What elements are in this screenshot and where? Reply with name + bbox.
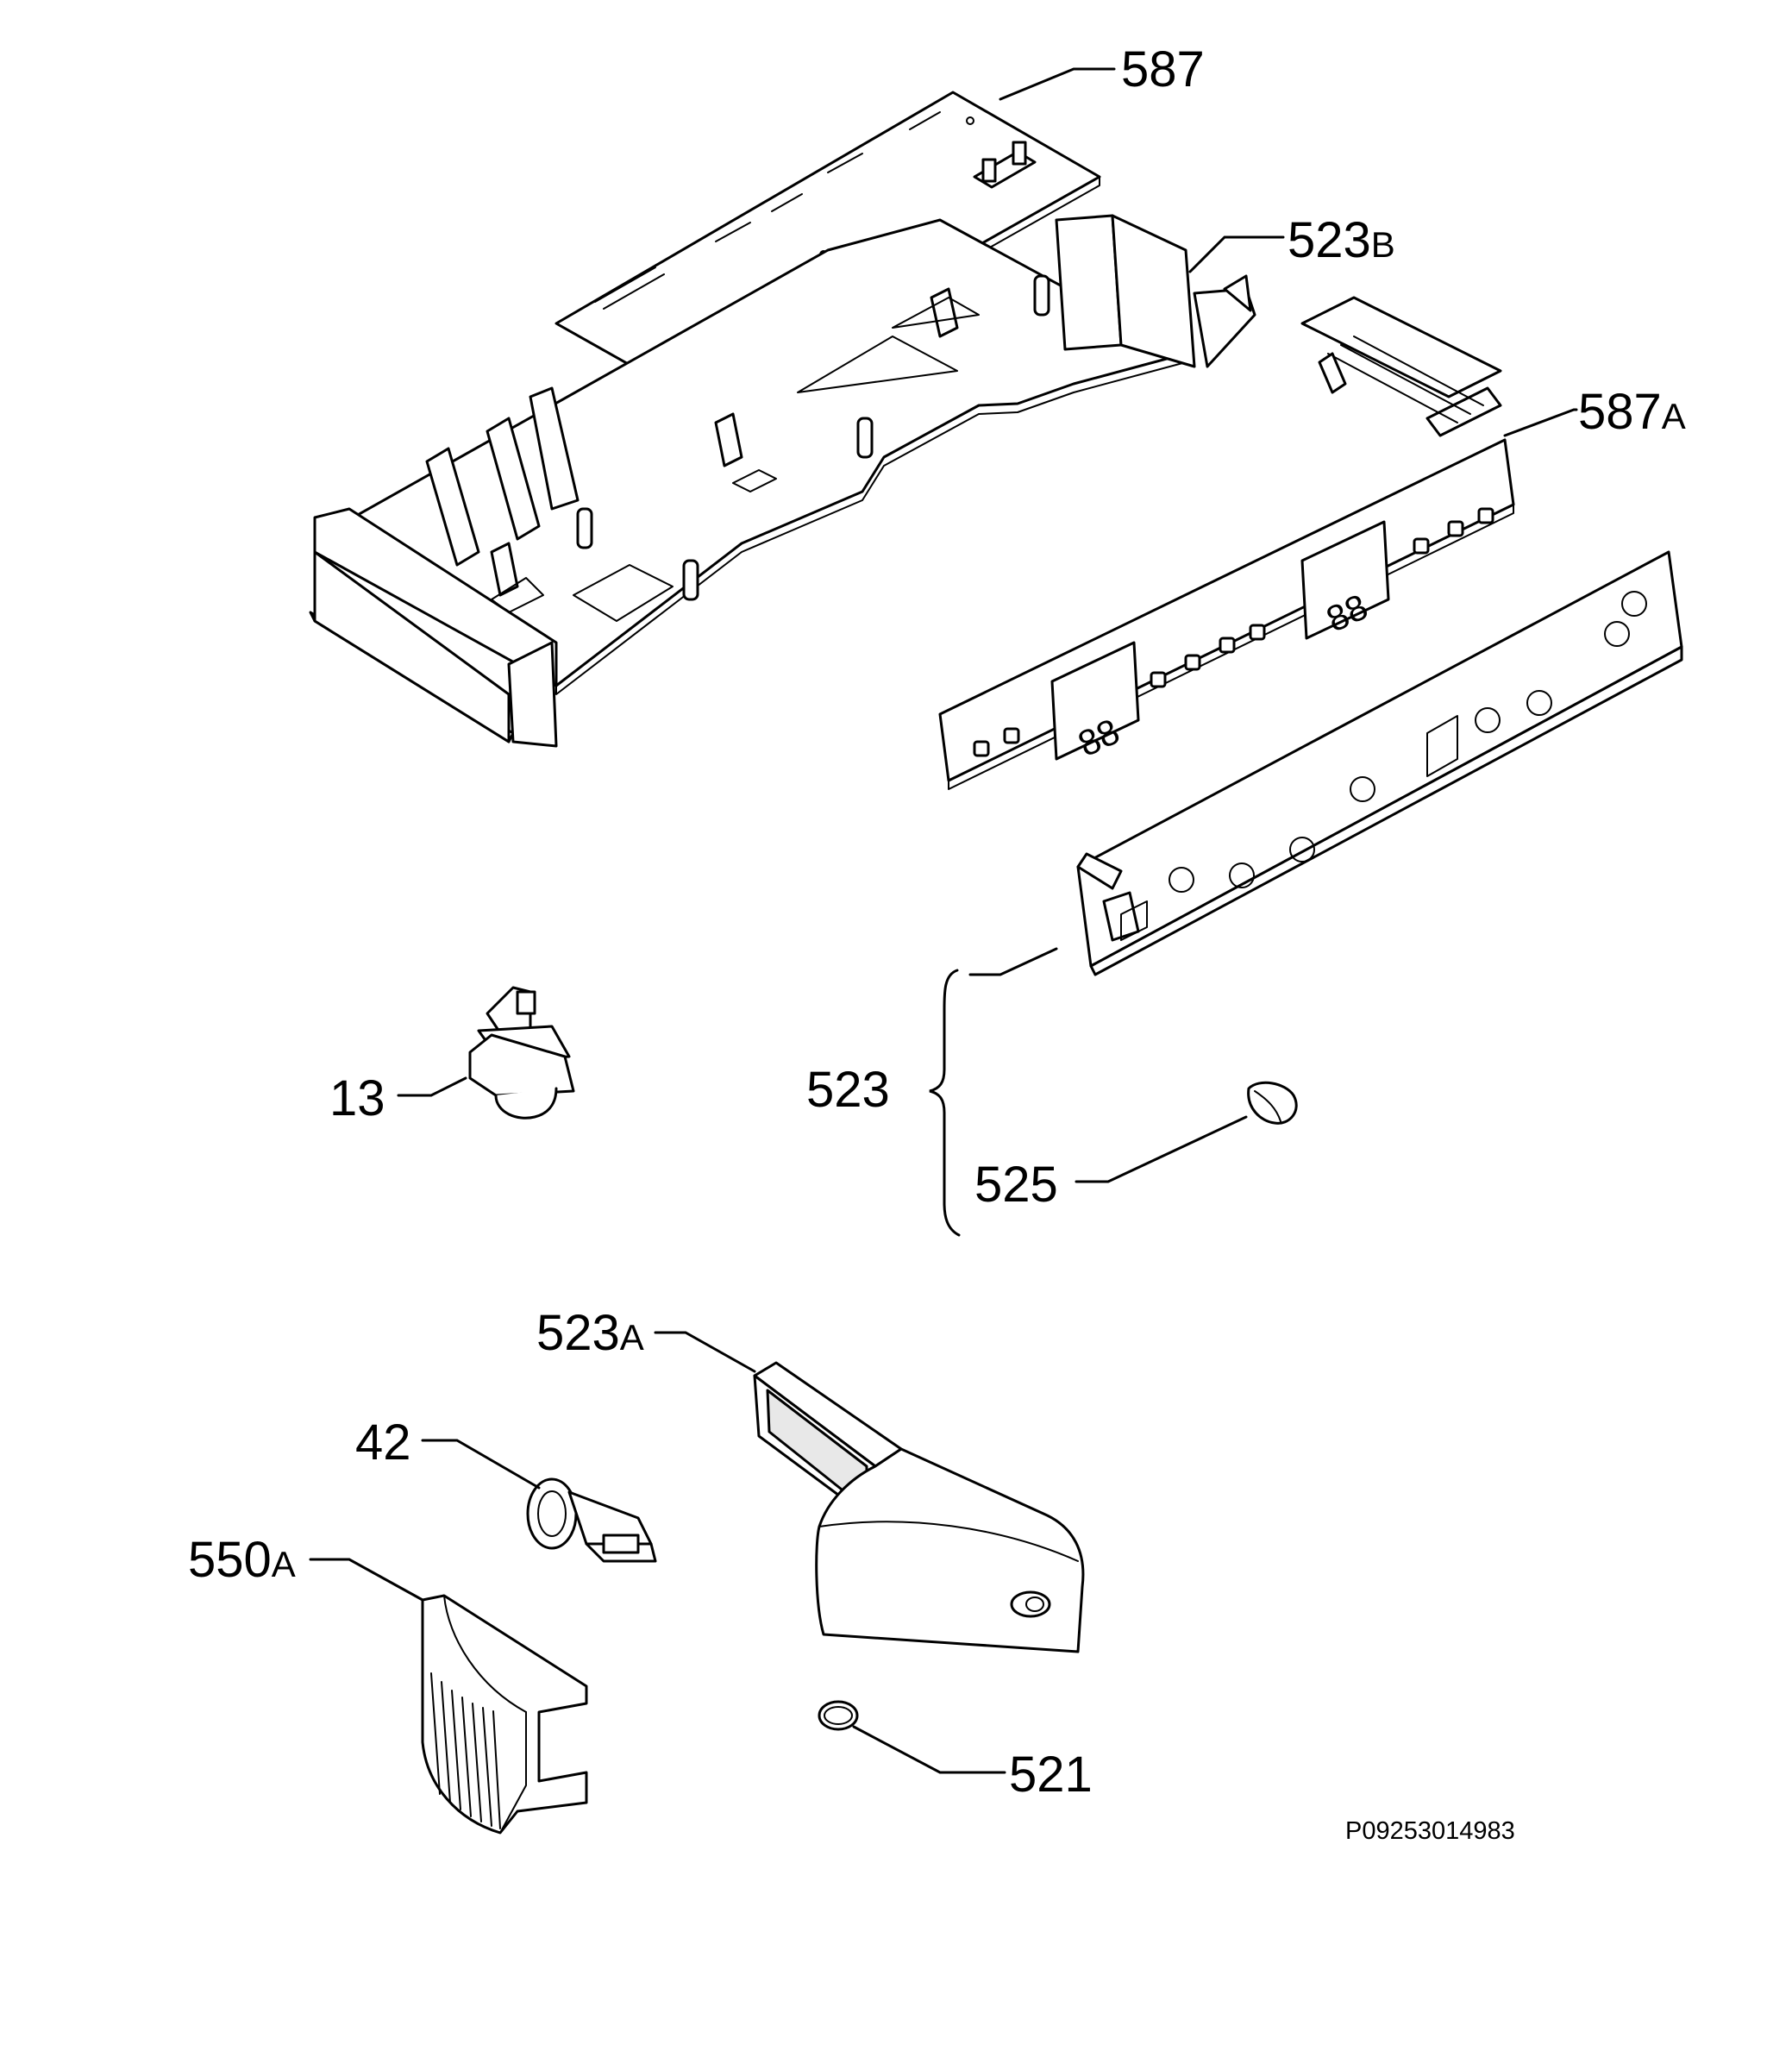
panel-window-slots xyxy=(1120,715,1458,941)
part-521-o-ring xyxy=(818,1700,859,1731)
part-13-switch xyxy=(468,986,575,1120)
tray-clips xyxy=(490,287,959,597)
tray-recess-panels xyxy=(491,297,980,622)
drawing-code: P09253014983 xyxy=(1345,1817,1515,1845)
ribbon-connector xyxy=(1300,296,1502,437)
board-terminal-block xyxy=(973,141,1037,189)
callout-labels: 587 523B 587A 523 525 13 523A 42 550A 52… xyxy=(188,41,1686,1803)
callout-523b: 523B xyxy=(1288,212,1395,268)
part-42-lamp-holder xyxy=(526,1477,657,1563)
leader-523b xyxy=(1188,235,1285,273)
tray-tall-ribs xyxy=(425,386,580,567)
callout-42: 42 xyxy=(355,1414,411,1471)
part-550a-end-cap xyxy=(421,1594,588,1835)
end-cap-grip-ribs xyxy=(430,1672,501,1829)
callout-587: 587 xyxy=(1121,41,1205,97)
tray-right-wall xyxy=(1055,214,1256,368)
callout-521: 521 xyxy=(1009,1747,1093,1803)
leader-587a xyxy=(1503,408,1578,437)
callout-587a: 587A xyxy=(1578,384,1686,440)
leader-550a xyxy=(309,1558,424,1602)
board-connector-strips xyxy=(594,111,941,310)
leader-523a xyxy=(654,1331,756,1373)
callout-13: 13 xyxy=(329,1070,385,1126)
part-587a-display-board: 88 88 xyxy=(938,296,1515,790)
leader-lines xyxy=(309,67,1578,1774)
leader-521 xyxy=(852,1725,1006,1774)
board-buttons xyxy=(973,507,1494,757)
tray-left-wall xyxy=(309,507,558,748)
callout-523: 523 xyxy=(806,1062,890,1118)
part-523-control-panel xyxy=(1076,550,1683,976)
callout-550a: 550A xyxy=(188,1532,296,1588)
brace-523-group xyxy=(929,969,961,1237)
leader-42 xyxy=(421,1439,541,1490)
panel-button-holes xyxy=(1169,591,1647,893)
callout-525: 525 xyxy=(974,1157,1058,1213)
leader-525 xyxy=(1075,1115,1248,1183)
leader-587 xyxy=(999,67,1116,101)
part-525-button-cap xyxy=(1247,1081,1298,1125)
leader-13 xyxy=(397,1076,467,1097)
part-523b-support-tray xyxy=(309,214,1256,748)
part-523a-housing xyxy=(753,1361,1085,1653)
callout-523a: 523A xyxy=(536,1305,644,1361)
leader-523 xyxy=(968,947,1058,976)
